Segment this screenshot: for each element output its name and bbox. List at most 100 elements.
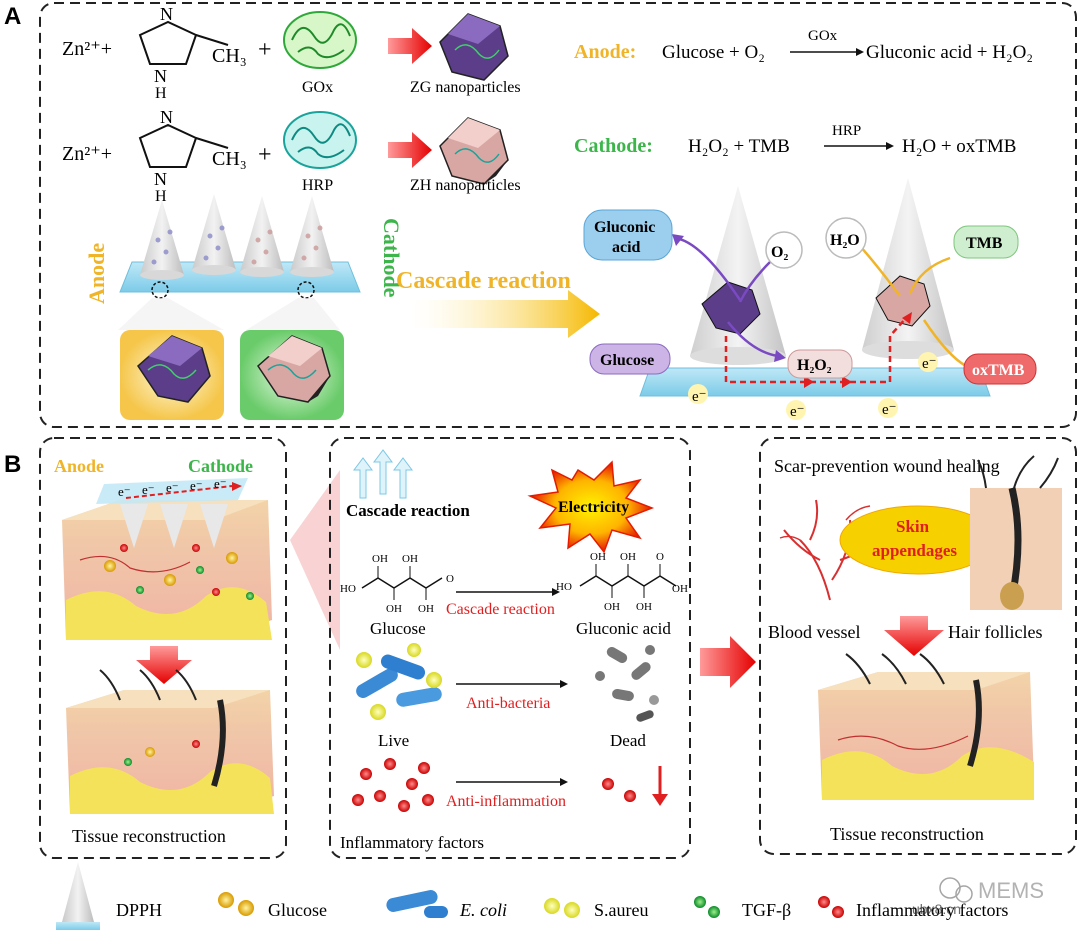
h2o2-bubble: H₂O₂ — [787, 349, 853, 379]
legend-tgf: TGF-β — [742, 900, 791, 920]
dead-label: Dead — [610, 731, 646, 750]
gluconic-mol-label: Gluconic acid — [576, 619, 671, 638]
cathode-needle — [862, 178, 954, 359]
watermark-site: ubx8.cn — [912, 901, 961, 917]
b-cascade-red-label: Cascade reaction — [446, 601, 555, 618]
inflammatory-label: Inflammatory factors — [340, 833, 484, 852]
zh-particle-in-needle — [875, 275, 931, 327]
anti-inflammation-label: Anti-inflammation — [446, 793, 566, 810]
gluconic-oh-5: OH — [672, 583, 688, 595]
panel-a-label: A — [4, 3, 21, 30]
glucose-bubble: Glucose — [589, 343, 671, 375]
legend-saureu-icon — [544, 898, 580, 918]
legend-inflam: Inflammatory factors — [856, 900, 1008, 920]
down-arrow-left — [136, 646, 192, 684]
gluconic-line2: acid — [612, 239, 641, 256]
synthesis-row-zh: Zn²⁺+ N N H CH₃ + HRP ZH nanoparticles — [62, 107, 521, 205]
cathode-eq-left: H₂O₂ + TMB — [688, 136, 790, 157]
plus-1: + — [258, 37, 272, 63]
ring-n-top-2: N — [160, 107, 173, 127]
panel-b-right-frame — [759, 437, 1077, 855]
electricity-label: Electricity — [558, 499, 629, 516]
zn-ion-2: Zn²⁺+ — [62, 143, 112, 165]
anode-eq-right: Gluconic acid + H₂O₂ — [866, 42, 1033, 63]
hrp-enzyme-icon — [283, 111, 357, 169]
glucose-oh-4: OH — [418, 603, 434, 615]
legend-glucose: Glucose — [268, 900, 327, 920]
arrow-mid-to-right — [700, 636, 756, 688]
cascade-illustration — [639, 178, 991, 397]
synthesis-row-zg: Zn²⁺+ N N H CH₃ + GOx ZG nanoparticles — [62, 4, 521, 102]
h2o-bubble: H₂O — [825, 217, 867, 259]
b-electron-1: e⁻ — [118, 484, 131, 499]
skin-block-top — [62, 478, 272, 640]
cathode-side-label: Cathode — [379, 218, 404, 298]
cascade-up-arrows-icon — [353, 449, 413, 499]
electron-1: e⁻ — [692, 389, 707, 405]
gox-label: GOx — [302, 79, 333, 96]
ring-n-top-1: N — [160, 4, 173, 24]
zg-nanoparticle-icon — [439, 13, 509, 81]
o2-bubble: O₂ — [765, 231, 803, 269]
anode-needle — [690, 186, 786, 365]
hair-follicles-label: Hair follicles — [948, 622, 1042, 642]
oxtmb-bubble: oxTMB — [963, 353, 1037, 385]
b-cascade-label: Cascade reaction — [346, 501, 470, 520]
glucose-oh-2: OH — [402, 553, 418, 565]
inflammatory-cluster-icon — [352, 758, 434, 812]
gluconic-oh-1: OH — [590, 551, 606, 563]
zg-label: ZG nanoparticles — [410, 79, 521, 96]
panel-b-left-frame — [39, 437, 287, 859]
b-right-caption: Tissue reconstruction — [830, 824, 984, 844]
glucose-structure: OH OH OH OH HO O — [340, 553, 454, 615]
legend-dpph-icon — [56, 862, 100, 930]
zn-ion-1: Zn²⁺+ — [62, 38, 112, 60]
watermark-brand: MEMS — [978, 878, 1044, 903]
skin-line1: Skin — [896, 517, 930, 536]
zoom-zg-box — [120, 330, 224, 420]
cathode-eq-label: Cathode: — [574, 135, 653, 157]
ring-h-1: H — [155, 85, 167, 102]
legend: DPPH Glucose E. coli S.aureu TGF-β Infla… — [56, 862, 1008, 930]
cascade-reaction-label: Cascade reaction — [396, 268, 571, 294]
dead-bacteria-icon — [595, 645, 659, 722]
live-bacteria-icon — [356, 643, 442, 720]
methyl-1: CH₃ — [212, 45, 247, 67]
gluconic-oh-3: OH — [604, 601, 620, 613]
plus-2: + — [258, 142, 272, 168]
panel-b-label: B — [4, 451, 21, 478]
needle-1 — [140, 200, 184, 280]
b-electron-2: e⁻ — [142, 482, 155, 497]
imidazole-ring-1: N N H CH₃ — [138, 4, 247, 102]
cathode-equation: Cathode: H₂O₂ + TMB HRP H₂O + oxTMB — [574, 123, 1016, 157]
legend-glucose-icon — [218, 892, 254, 916]
skin-block-bottom — [66, 669, 274, 814]
zh-nanoparticle-icon — [439, 117, 509, 185]
blood-vessel-label: Blood vessel — [768, 622, 861, 642]
gluconic-structure: OH OH O OH OH HO OH — [556, 551, 688, 613]
anode-eq-cat: GOx — [808, 28, 838, 44]
h2o-text: H₂O — [830, 232, 860, 249]
scar-prevention-title: Scar-prevention wound healing — [774, 456, 1000, 476]
b-anode-label: Anode — [54, 456, 104, 476]
glucose-oh-1: OH — [372, 553, 388, 565]
imidazole-ring-2: N N H CH₃ — [138, 107, 247, 205]
cascade-arrow — [410, 290, 600, 338]
oxtmb-text: oxTMB — [972, 362, 1025, 379]
gluconic-oh-4: OH — [636, 601, 652, 613]
legend-ecoli-icon — [386, 890, 448, 918]
legend-tgf-icon — [694, 896, 720, 918]
zoom-zh-box — [240, 330, 344, 420]
reduced-inflammatory-icon — [602, 766, 668, 806]
tmb-bubble: TMB — [953, 225, 1019, 259]
needle-3 — [240, 196, 284, 277]
cathode-eq-right: H₂O + oxTMB — [902, 136, 1016, 157]
anode-equation: Anode: Glucose + O₂ GOx Gluconic acid + … — [574, 28, 1033, 63]
anode-eq-label: Anode: — [574, 41, 636, 63]
h2o2-text: H₂O₂ — [797, 357, 832, 374]
b-electron-5: e⁻ — [214, 476, 227, 491]
b-electron-4: e⁻ — [190, 478, 203, 493]
anode-side-label: Anode — [84, 243, 109, 304]
zh-label: ZH nanoparticles — [410, 177, 521, 194]
